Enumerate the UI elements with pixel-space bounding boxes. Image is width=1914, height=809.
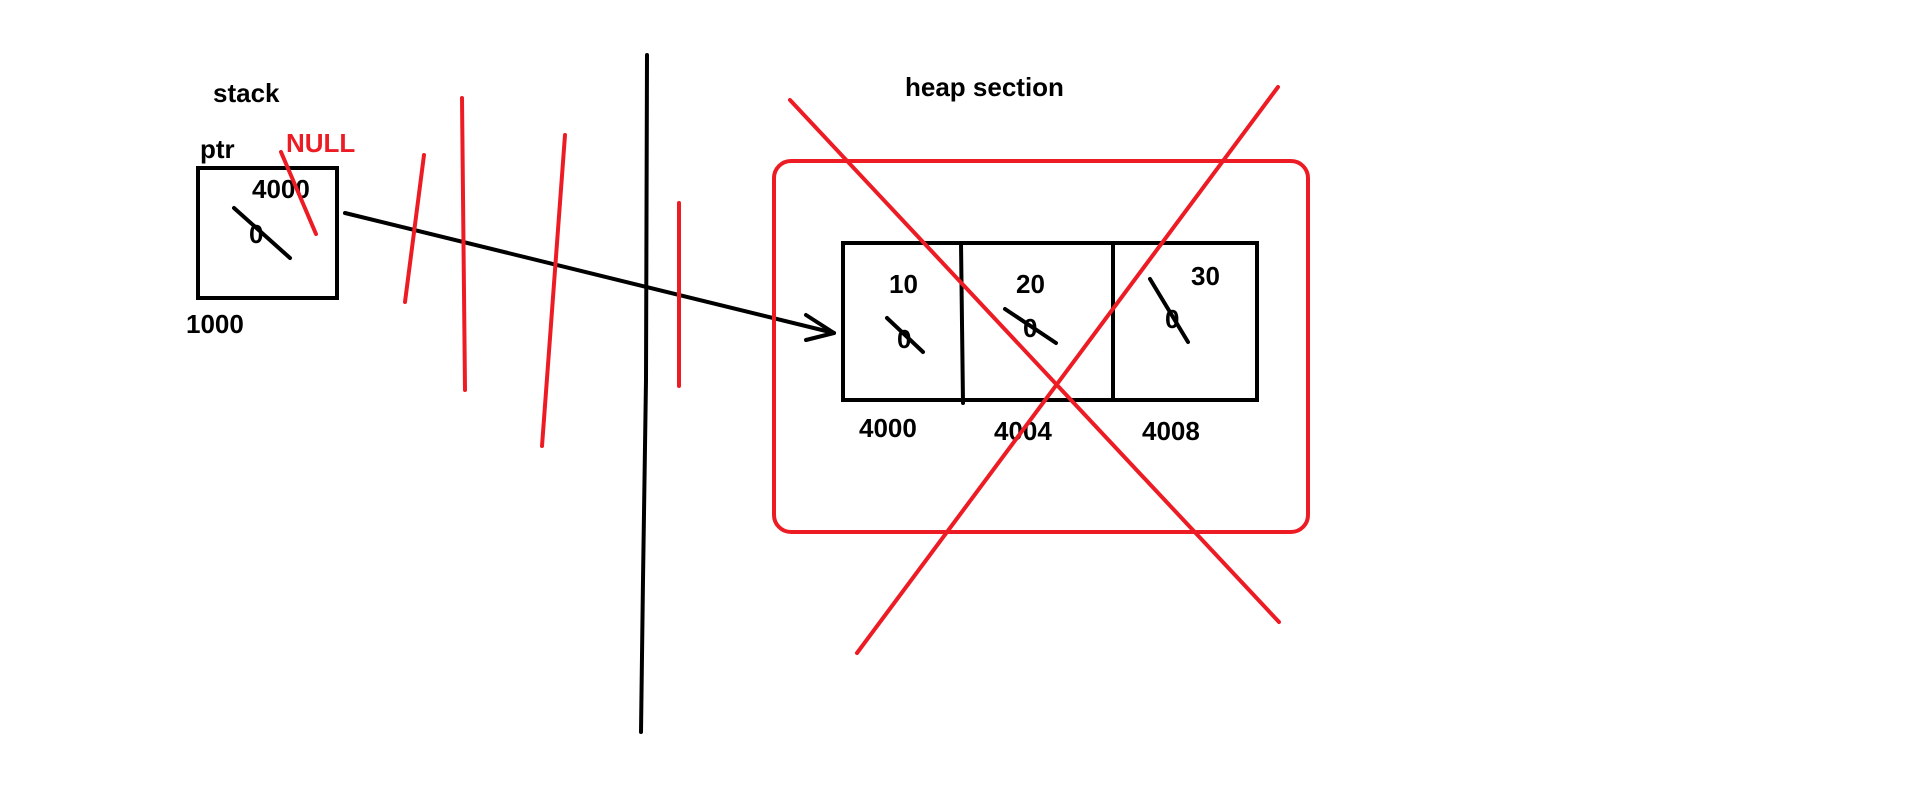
heap-cell-2-address: 4008 [1142, 416, 1200, 446]
arrow-strike-2 [460, 96, 467, 392]
heap-cell-1-strike [1003, 307, 1058, 345]
heap-array: 10 0 4000 20 0 4004 30 0 4008 [841, 241, 1259, 446]
ptr-label: ptr [200, 134, 235, 164]
arrow-strike-1 [403, 153, 426, 304]
old-value-strike [279, 150, 318, 236]
heap-cell-2-value: 30 [1191, 261, 1220, 291]
ptr-cell-strike [232, 206, 292, 260]
heap-array-box [841, 241, 1259, 402]
stack-heap-divider [639, 53, 649, 734]
pointer-arrow [343, 211, 836, 335]
heap-divider-1 [959, 241, 965, 405]
ptr-box [196, 166, 339, 300]
heap-block-outline [772, 159, 1310, 534]
heap-title: heap section [905, 72, 1064, 102]
stack-title: stack [213, 78, 280, 108]
null-label: NULL [286, 128, 355, 158]
freed-cross-line-1 [788, 98, 1281, 624]
heap-cell-0-strike [885, 316, 925, 354]
heap-cell-0-value: 10 [889, 269, 918, 299]
heap-cell-0-address: 4000 [859, 413, 917, 443]
heap-cell-2-strike [1148, 277, 1190, 344]
freed-cross-line-2 [855, 85, 1280, 655]
arrow-head [804, 313, 836, 342]
ptr-address: 1000 [186, 309, 244, 339]
arrow-strike-3 [540, 133, 567, 448]
heap-cell-1-value: 20 [1016, 269, 1045, 299]
